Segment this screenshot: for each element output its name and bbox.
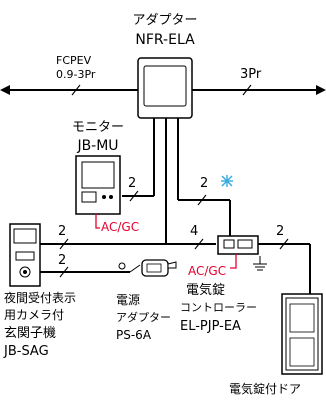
wire-count-monitor: 2	[128, 176, 136, 191]
right-arrow-icon	[316, 85, 326, 95]
monitor-label-line2: JB-MU	[76, 138, 118, 154]
entrance-label-line1: 夜間受付表示	[4, 290, 76, 305]
door-label: 電気錠付ドア	[229, 381, 301, 396]
monitor-ac-gc-lead	[95, 214, 100, 229]
controller-label-line3: EL-PJP-EA	[180, 319, 241, 334]
monitor-device	[75, 155, 121, 215]
power-adapter-label-line2: アダプター	[116, 310, 171, 324]
wire-count-controller-left: 4	[190, 224, 198, 239]
snowflake-icon	[221, 175, 233, 187]
left-cable-label-line2: 0.9-3Pr	[56, 68, 96, 81]
power-adapter-plug-icon	[118, 259, 177, 277]
right-cable-label: 3Pr	[240, 67, 262, 82]
adapter-label-line2: NFR-ELA	[135, 32, 195, 48]
wire-count-door: 2	[276, 224, 284, 239]
controller-ac-gc-label: AC/GC	[188, 264, 226, 278]
power-adapter-label-line1: 電源	[116, 293, 140, 307]
controller-label-line2: コントローラー	[180, 301, 257, 314]
lock-controller-device	[217, 235, 259, 255]
controller-ac-gc-lead	[230, 254, 237, 269]
door-device	[281, 293, 323, 375]
controller-label-line1: 電気錠	[186, 282, 225, 298]
left-cable-label-line1: FCPEV	[56, 54, 92, 67]
entrance-unit-device	[9, 223, 41, 287]
monitor-ac-gc-label: AC/GC	[101, 220, 139, 234]
power-adapter-label-line3: PS-6A	[116, 328, 152, 342]
entrance-label-line3: 玄関子機	[4, 326, 56, 341]
left-arrow-icon	[0, 85, 10, 95]
ground-icon	[253, 256, 267, 271]
entrance-label-line2: 用カメラ付	[4, 308, 64, 322]
wire-count-controller-top: 2	[200, 176, 208, 191]
adapter-box	[137, 57, 193, 119]
adapter-label-line1: アダプター	[132, 13, 197, 28]
entrance-label-line4: JB-SAG	[3, 344, 49, 359]
wire-count-entrance-lower: 2	[58, 253, 66, 268]
wire-count-entrance-upper: 2	[58, 224, 66, 239]
monitor-label-line1: モニター	[72, 120, 124, 135]
